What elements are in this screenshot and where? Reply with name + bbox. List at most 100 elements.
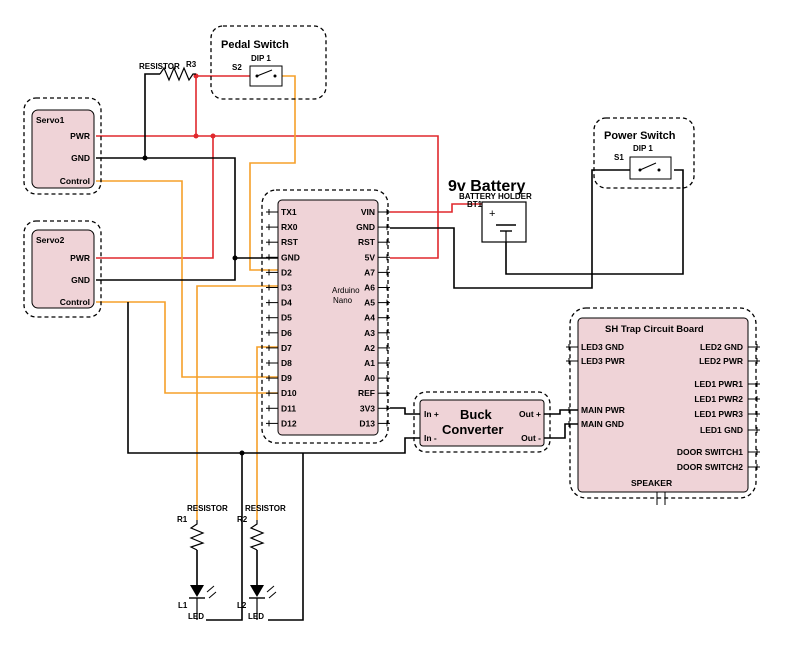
wire-l2-gnd [268,453,304,621]
arduino-left-pin: D6 [281,328,292,338]
arduino-outline [261,189,389,444]
power-switch: Power Switch DIP 1 S1 [593,117,695,189]
led-l1: L1 LED [178,585,217,621]
wire-r3-gnd [144,73,160,158]
sh-right-pin: DOOR SWITCH2 [677,462,743,472]
servo1: Servo1 PWR GND Control [23,97,102,195]
switch-lever [639,162,657,171]
arduino-right-pin: 3V3 [360,403,375,413]
arduino-left-pin: GND [281,252,300,262]
buck-pin-out-plus: Out + [519,409,541,419]
pedal-switch: Pedal Switch DIP 1 S2 [210,25,327,100]
sh-left-pin: MAIN GND [581,419,624,429]
arduino-left-pin: TX1 [281,207,297,217]
servo2-pin-control: Control [60,297,90,307]
wire-gnd-battery [390,169,630,289]
arduino-right-pin: A2 [364,343,375,353]
switch-contact [657,168,661,172]
led-ray [206,585,215,593]
pedal-switch-outline [210,25,327,100]
servo1-pin-control: Control [60,176,90,186]
power-switch-body [629,156,672,180]
arduino-nano: Arduino Nano TX1RX0RSTGNDD2D3D4D5D6D7D8D… [261,189,390,444]
servo2-pin-gnd: GND [71,275,90,285]
sh-left-pin: LED3 PWR [581,356,625,366]
servo2-pin-pwr: PWR [70,253,90,263]
wires [96,73,684,621]
l2-ref: L2 [237,601,247,610]
junction-dot [193,133,199,139]
switch-lever [256,69,273,77]
arduino-name-line2: Nano [333,296,353,305]
arduino-left-pin: D3 [281,283,292,293]
junction-dot [210,133,216,139]
led-ray [208,591,217,599]
arduino-right-pin: GND [356,222,375,232]
buck-title-line1: Buck [460,407,493,422]
buck-outline [413,391,551,453]
sh-board-outline [569,307,757,499]
wire-battery-switch [505,169,684,275]
buck-title-line2: Converter [442,422,503,437]
servo1-title: Servo1 [36,115,65,125]
arduino-right-pin: A6 [364,283,375,293]
arduino-left-pin: D11 [281,403,296,413]
buck-body [419,399,545,447]
led-l2: L2 LED [237,585,277,621]
wire-d7-r2 [256,346,278,520]
sh-right-pin: LED1 PWR1 [694,379,743,389]
arduino-right-pin: A0 [364,373,375,383]
resistor-r1: RESISTOR R1 [177,504,228,551]
r2-ref: R2 [237,515,248,524]
arduino-left-pin: D4 [281,298,292,308]
battery-plus: + [489,208,495,220]
junction-dot [193,73,199,79]
wire-servo1-gnd [96,157,278,259]
arduino-right-pin: A5 [364,298,375,308]
arduino-right-pin: 5V [365,252,376,262]
wire-vin-battery [390,203,482,213]
arduino-body [277,199,379,436]
led-ray [266,585,275,593]
power-switch-dip: DIP 1 [633,144,653,153]
arduino-right-pin: A4 [364,313,375,323]
arduino-right-pin: A1 [364,358,375,368]
arduino-right-pin: VIN [361,207,375,217]
junctions [142,73,245,456]
servo1-pin-gnd: GND [71,153,90,163]
sh-board-left-pins: LED3 GND LED3 PWR MAIN PWR MAIN GND [566,342,625,429]
buck-pin-out-minus: Out - [521,433,541,443]
r1-label: RESISTOR [187,504,228,513]
wire-servo2-control [96,301,278,394]
arduino-right-pin: REF [358,388,375,398]
wire-l1-gnd [206,453,243,621]
arduino-left-pin: D2 [281,267,292,277]
arduino-name-line1: Arduino [332,286,360,295]
arduino-left-pin: RST [281,237,299,247]
arduino-left-pin: D8 [281,358,292,368]
wire-d3-r1 [196,285,278,520]
power-switch-outline [593,117,695,189]
resistor-r2: RESISTOR R2 [237,504,286,551]
resistor-r3: RESISTOR R3 [139,60,197,82]
led-l2-triangle [250,585,264,597]
sh-left-pin: MAIN PWR [581,405,625,415]
wire-servo2-gnd [96,258,236,281]
battery-title: 9v Battery [448,178,525,195]
r3-label: RESISTOR [139,62,180,71]
junction-dot [142,155,148,161]
sh-right-pin: LED2 PWR [699,356,743,366]
junction-dot [232,255,238,261]
pedal-switch-ref: S2 [232,63,242,72]
sh-right-pin: LED1 PWR2 [694,394,743,404]
wire-servo2-pwr [96,136,214,259]
r3-ref: R3 [186,60,197,69]
servo2-body [31,229,95,309]
wire-pedal-to-d2 [249,75,296,271]
arduino-right-pin: D13 [359,418,375,428]
arduino-left-pin: D12 [281,418,297,428]
buck-pin-in-minus: In - [424,433,437,443]
sh-left-pin: LED3 GND [581,342,624,352]
